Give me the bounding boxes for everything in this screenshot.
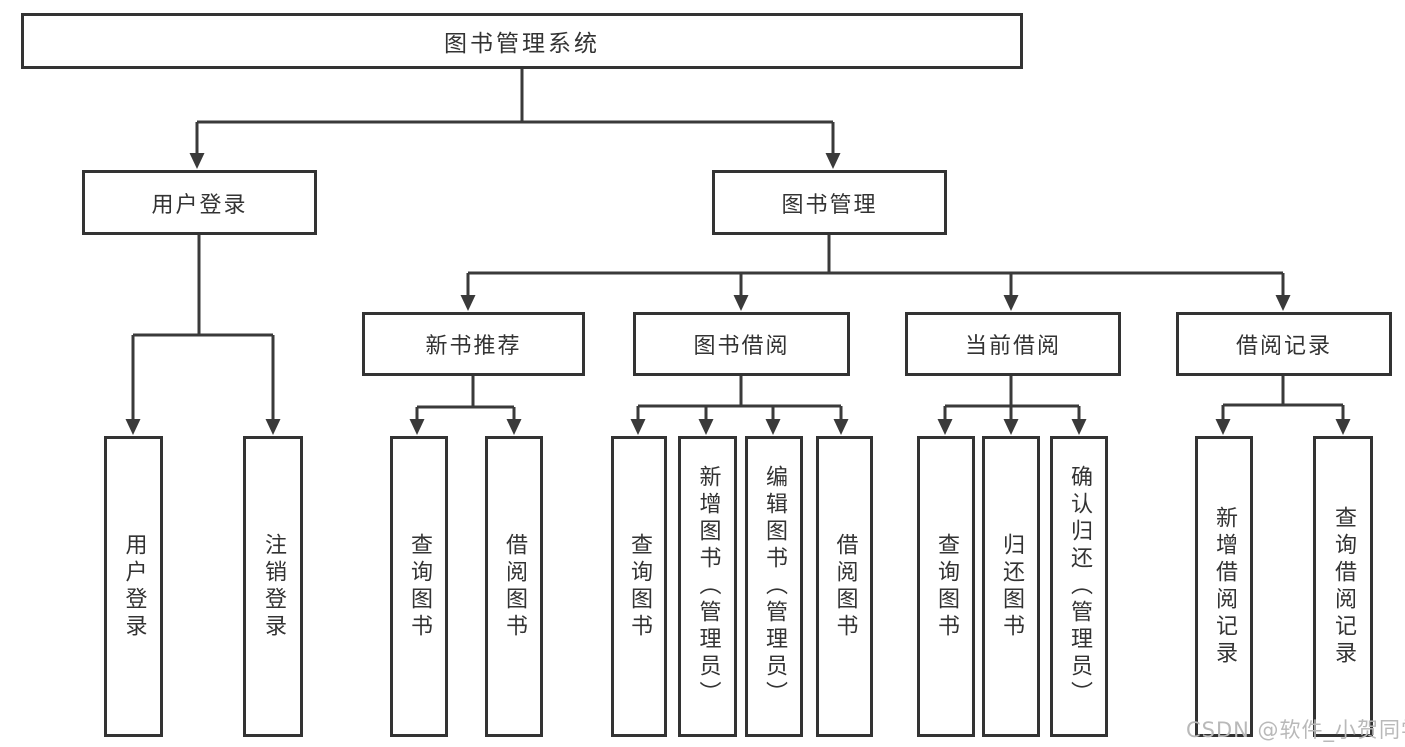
node-label: 新增借阅记录 xyxy=(1212,505,1237,668)
leaf-query-books-borrow: 查询图书 xyxy=(611,436,667,737)
node-label: 用户登录 xyxy=(121,532,147,641)
node-label: 借阅图书 xyxy=(832,532,858,641)
leaf-query-borrow-record: 查询借阅记录 xyxy=(1313,436,1373,737)
leaf-add-borrow-record: 新增借阅记录 xyxy=(1195,436,1253,737)
leaf-borrow-books: 借阅图书 xyxy=(816,436,873,737)
leaf-confirm-return-admin: 确认归还（管理员） xyxy=(1050,436,1108,737)
node-current-borrow: 当前借阅 xyxy=(905,312,1121,376)
node-label: 新增图书（管理员） xyxy=(695,465,721,708)
node-label: 查询图书 xyxy=(407,532,432,641)
node-borrow-records: 借阅记录 xyxy=(1176,312,1392,376)
node-label: 查询图书 xyxy=(934,532,959,641)
node-label: 查询借阅记录 xyxy=(1331,505,1356,668)
node-label: 确认归还（管理员） xyxy=(1067,465,1092,708)
csdn-watermark: CSDN @软件_小贺同学 xyxy=(1186,718,1405,742)
node-label: 借阅记录 xyxy=(1235,334,1332,359)
leaf-add-books-admin: 新增图书（管理员） xyxy=(678,436,737,737)
leaf-user-login: 用户登录 xyxy=(104,436,163,737)
node-label: 归还图书 xyxy=(999,532,1024,641)
leaf-borrow-books-recommend: 借阅图书 xyxy=(485,436,543,737)
leaf-query-books-current: 查询图书 xyxy=(917,436,975,737)
node-label: 注销登录 xyxy=(261,532,286,641)
node-label: 新书推荐 xyxy=(425,334,522,359)
node-new-book-recommend: 新书推荐 xyxy=(362,312,585,376)
leaf-query-books-recommend: 查询图书 xyxy=(390,436,448,737)
node-label: 图书借阅 xyxy=(693,334,790,359)
node-label: 编辑图书（管理员） xyxy=(762,465,787,708)
node-label: 图书管理 xyxy=(781,192,878,218)
node-user-login: 用户登录 xyxy=(82,170,317,235)
node-label: 当前借阅 xyxy=(964,334,1061,359)
node-label: 图书管理系统 xyxy=(444,31,600,57)
leaf-return-books: 归还图书 xyxy=(982,436,1040,737)
node-label: 用户登录 xyxy=(151,192,248,218)
node-book-borrow: 图书借阅 xyxy=(633,312,850,376)
leaf-edit-books-admin: 编辑图书（管理员） xyxy=(745,436,803,737)
arrowheads xyxy=(125,153,1351,435)
node-label: 借阅图书 xyxy=(502,532,527,641)
node-library-management-system: 图书管理系统 xyxy=(21,13,1023,69)
node-book-management: 图书管理 xyxy=(712,170,947,235)
node-label: 查询图书 xyxy=(627,532,652,641)
leaf-logout: 注销登录 xyxy=(243,436,303,737)
